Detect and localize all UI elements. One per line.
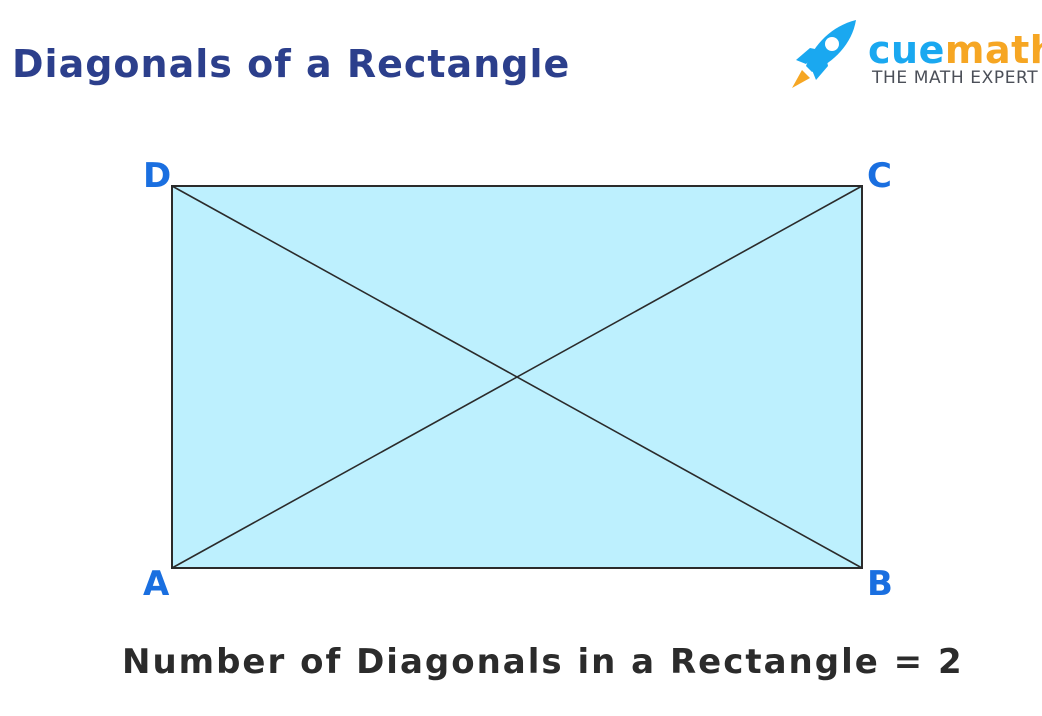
logo-tagline: THE MATH EXPERT	[872, 68, 1039, 88]
page-title: Diagonals of a Rectangle	[12, 42, 571, 86]
vertex-label-d: D	[143, 156, 172, 196]
logo-wordmark-cue: cue	[868, 28, 945, 72]
cuemath-logo: cuemath THE MATH EXPERT	[780, 14, 1042, 94]
vertex-label-b: B	[867, 564, 893, 604]
vertex-label-a: A	[143, 564, 170, 604]
diagonal-bd	[171, 185, 863, 569]
rocket-icon	[792, 20, 856, 88]
logo-wordmark: cuemath	[868, 28, 1042, 72]
logo-wordmark-math: math	[944, 28, 1042, 72]
diagonal-count-statement: Number of Diagonals in a Rectangle = 2	[122, 642, 964, 682]
vertex-label-c: C	[867, 156, 892, 196]
